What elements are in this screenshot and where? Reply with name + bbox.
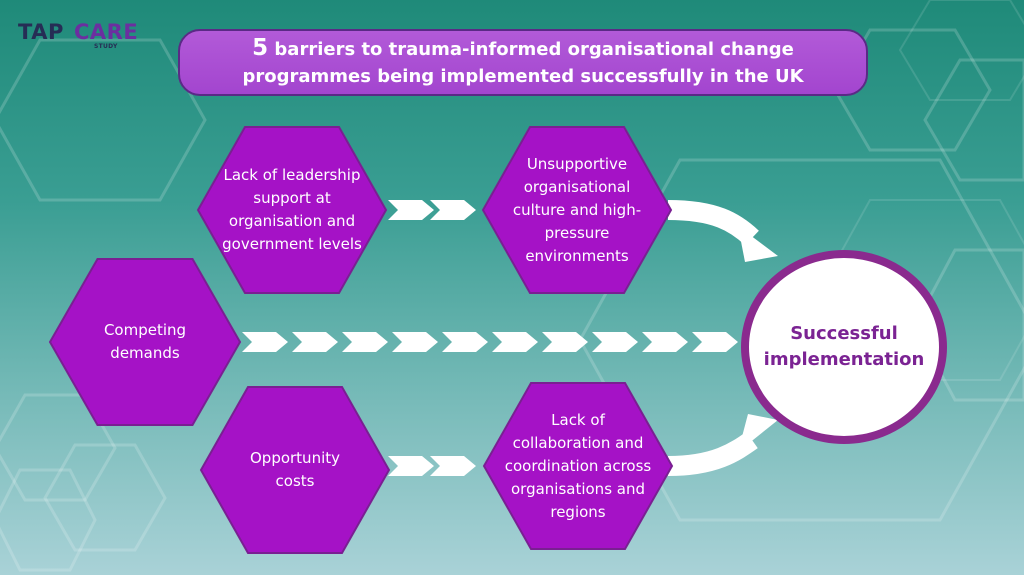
arrow-chevron-row1-0 <box>388 200 434 220</box>
curved-arrow-top <box>667 200 778 262</box>
title-number: 5 <box>252 35 269 61</box>
arrow-chevron-row2-9 <box>692 332 738 352</box>
arrow-chevron-row1-1 <box>430 200 476 220</box>
barrier-label: Lack of leadership support at organisati… <box>222 166 362 253</box>
barrier-organisational-culture: Unsupportive organisational culture and … <box>483 127 671 293</box>
logo-text-study: STUDY <box>94 43 118 50</box>
tap-care-logo: TAP CARE STUDY <box>18 20 138 50</box>
hexagon-shape-collaboration-coordination <box>482 382 674 550</box>
arrow-chevron-row2-0 <box>242 332 288 352</box>
hexagon-shape-competing-demands <box>48 258 242 426</box>
successful-implementation-node: Successful implementation <box>741 250 947 444</box>
barrier-opportunity-costs: Opportunity costs <box>201 387 389 553</box>
arrow-chevron-row2-4 <box>442 332 488 352</box>
barrier-label: Opportunity costs <box>249 449 340 490</box>
hexagon-shape-opportunity-costs <box>199 386 391 554</box>
arrow-chevron-row3-0 <box>388 456 434 476</box>
barrier-leadership-support: Lack of leadership support at organisati… <box>198 127 386 293</box>
arrow-chevron-row2-7 <box>592 332 638 352</box>
barrier-label: Lack of collaboration and coordination a… <box>504 410 652 521</box>
arrow-chevron-row2-1 <box>292 332 338 352</box>
logo-text-care: CARE <box>74 20 139 44</box>
arrow-chevron-row2-8 <box>642 332 688 352</box>
title-banner: 5 barriers to trauma-informed organisati… <box>178 29 868 96</box>
arrow-chevron-row2-3 <box>392 332 438 352</box>
arrow-chevron-row2-6 <box>542 332 588 352</box>
hexagon-shape-organisational-culture <box>481 126 673 294</box>
barrier-competing-demands: Competing demands <box>50 259 240 425</box>
arrow-chevron-row2-2 <box>342 332 388 352</box>
logo-text-tap: TAP <box>18 20 64 44</box>
barrier-label: Unsupportive organisational culture and … <box>512 154 642 265</box>
barrier-label: Competing demands <box>103 321 187 362</box>
arrow-chevron-row2-5 <box>492 332 538 352</box>
hexagon-shape-leadership-support <box>196 126 388 294</box>
barrier-collaboration-coordination: Lack of collaboration and coordination a… <box>484 383 672 549</box>
arrow-chevron-row3-1 <box>430 456 476 476</box>
outcome-label: Successful implementation <box>763 323 925 370</box>
title-line1: barriers to trauma-informed organisation… <box>274 39 794 60</box>
curved-arrow-bottom <box>667 414 778 476</box>
title-line2: programmes being implemented successfull… <box>242 66 804 87</box>
